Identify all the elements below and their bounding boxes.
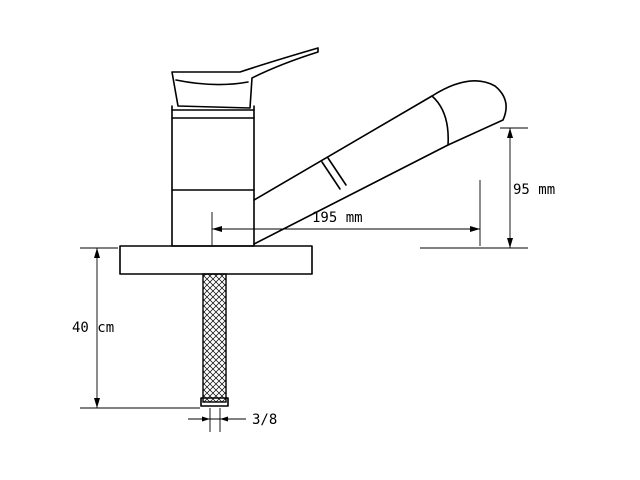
base-plate bbox=[119, 245, 313, 275]
reach-dimension bbox=[211, 180, 481, 246]
spout bbox=[253, 80, 507, 245]
connector-label: 3/8 bbox=[252, 412, 277, 428]
lever-handle bbox=[171, 47, 319, 109]
reach-dimension-label: 195 mm bbox=[312, 210, 363, 226]
hose-length-dimension bbox=[80, 247, 200, 409]
braided-hose bbox=[200, 273, 229, 407]
hose-length-label: 40 cm bbox=[72, 320, 114, 336]
connector-dimension bbox=[188, 408, 246, 432]
faucet-body bbox=[171, 105, 255, 247]
height-dimension-label: 95 mm bbox=[513, 182, 555, 198]
height-dimension bbox=[420, 127, 528, 249]
